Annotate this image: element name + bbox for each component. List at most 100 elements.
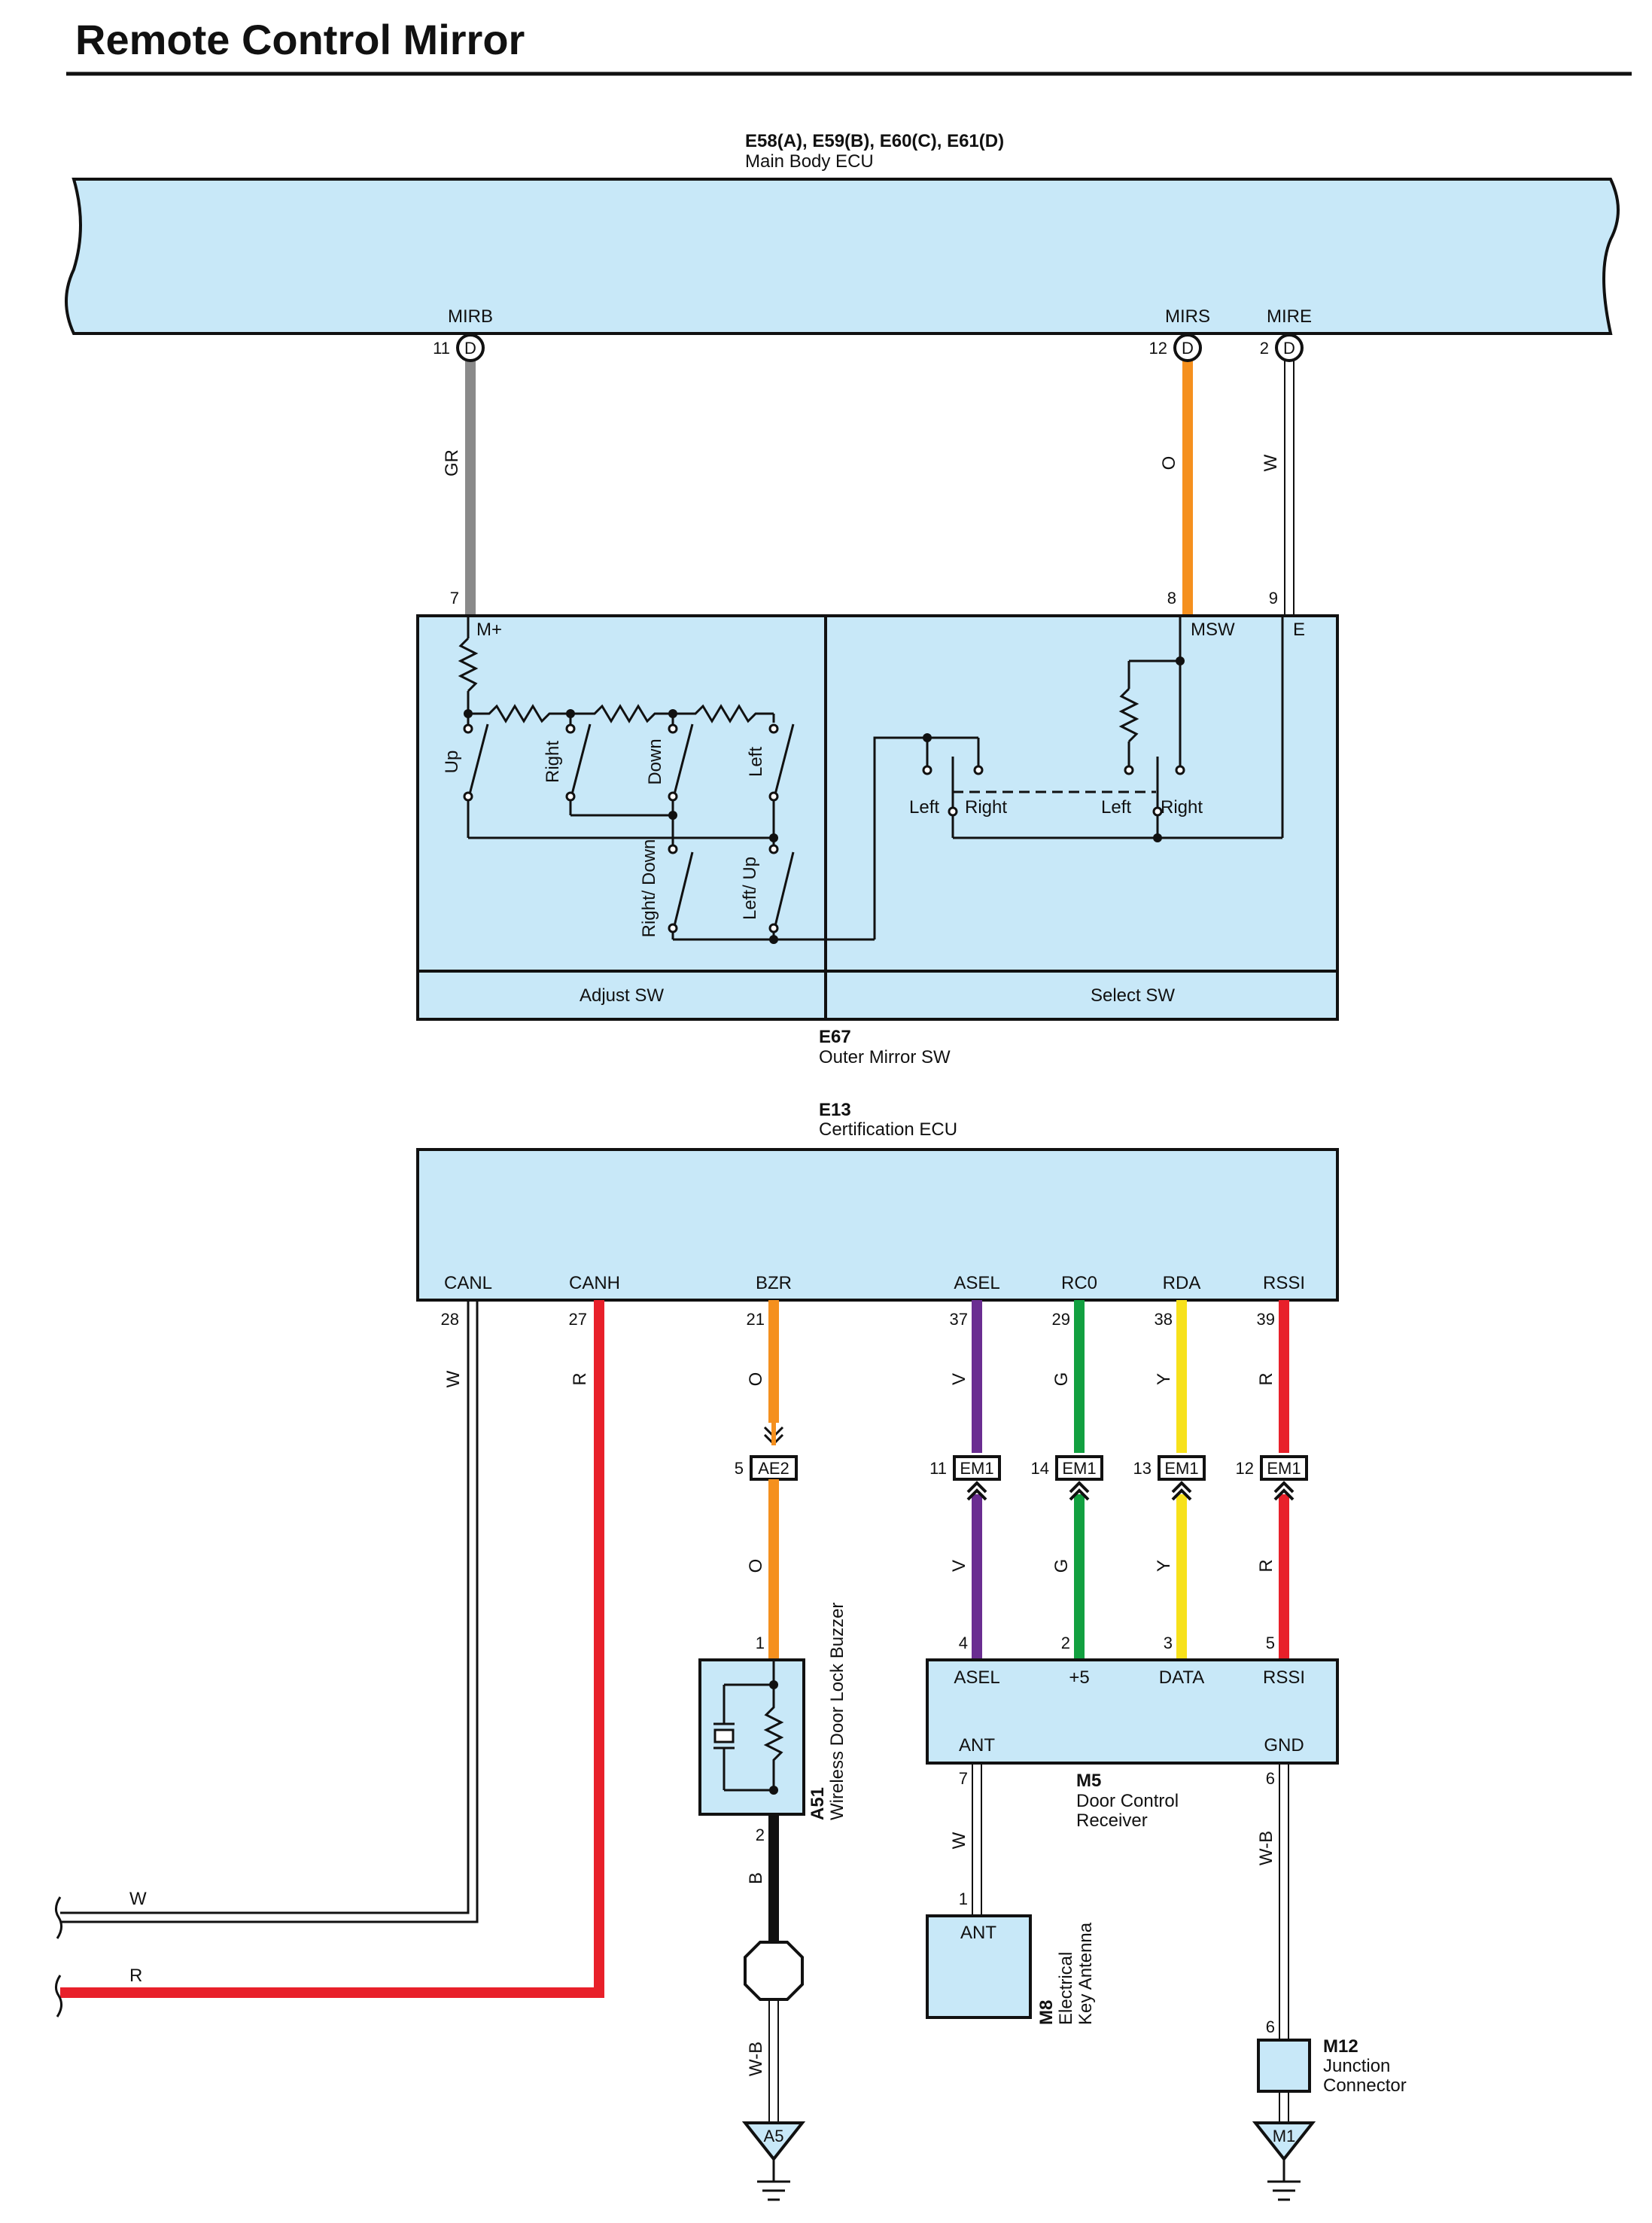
term-mplus: M+ xyxy=(476,620,502,640)
term-e: E xyxy=(1293,620,1305,640)
select-sw-circuit xyxy=(922,616,1284,842)
buzzer-wire-wb-label: W-B xyxy=(746,2042,766,2076)
diagram-title: Remote Control Mirror xyxy=(75,16,525,63)
bzr-label: BZR xyxy=(756,1273,792,1293)
canl-wire-label: W xyxy=(443,1370,464,1387)
ground-m1-icon xyxy=(1252,2121,1316,2162)
asel-wire2-label: V xyxy=(949,1560,969,1572)
mire-conn-letter: D xyxy=(1283,339,1295,358)
antenna-code: M8 xyxy=(1036,2000,1057,2025)
sel-left-2: Left xyxy=(1101,797,1131,818)
main-body-ecu-box xyxy=(65,178,1620,335)
mirs-connector-d xyxy=(1173,333,1202,362)
term-msw: MSW xyxy=(1191,620,1235,640)
receiver-term-ant: ANT xyxy=(959,1735,995,1756)
ae2-label: AE2 xyxy=(758,1459,789,1478)
canh-pin: 27 xyxy=(569,1310,587,1329)
outer-mirror-sw-box xyxy=(416,614,1339,1021)
em1-connector-asel xyxy=(953,1455,1001,1481)
mirror-pin-7: 7 xyxy=(450,589,459,608)
asel-label: ASEL xyxy=(954,1273,999,1293)
ant-wire-label: W xyxy=(949,1832,969,1849)
antenna-name-2: Key Antenna xyxy=(1075,1922,1096,2025)
bzr-pin: 21 xyxy=(747,1310,765,1329)
receiver-term-asel: ASEL xyxy=(954,1667,999,1688)
em1-asel-label: EM1 xyxy=(960,1459,993,1478)
mirb-connector-d xyxy=(456,333,485,362)
mirror-pin-8: 8 xyxy=(1167,589,1176,608)
buzzer-pin-2: 2 xyxy=(756,1826,765,1844)
receiver-gnd-pin: 6 xyxy=(1266,1769,1275,1788)
wire-w-break xyxy=(55,1896,62,1939)
adjust-sw-label: Adjust SW xyxy=(580,985,664,1006)
buzzer-symbol xyxy=(713,1660,784,1795)
junction-name-2: Connector xyxy=(1323,2075,1407,2096)
certification-ecu-box xyxy=(416,1148,1339,1302)
ground-a5-icon xyxy=(741,2121,806,2162)
wire-label-w: W xyxy=(1261,454,1281,471)
main-ecu-connectors: E58(A), E59(B), E60(C), E61(D) xyxy=(745,131,1004,151)
mire-pin: 2 xyxy=(1260,339,1269,358)
adj-down-label: Down xyxy=(645,738,665,784)
rc0-label: RC0 xyxy=(1061,1273,1097,1293)
adjust-sw-circuit xyxy=(458,616,927,944)
wire-label-gr: GR xyxy=(442,449,462,477)
receiver-pin-4: 4 xyxy=(959,1634,968,1652)
main-ecu-name: Main Body ECU xyxy=(745,151,874,172)
antenna-pin: 1 xyxy=(959,1890,968,1908)
rssi-wire-label: R xyxy=(1256,1372,1276,1385)
receiver-name-1: Door Control xyxy=(1076,1791,1179,1811)
antenna-name-1: Electrical xyxy=(1056,1952,1076,2025)
receiver-pin-2: 2 xyxy=(1061,1634,1070,1652)
left-wire-w-label: W xyxy=(129,1889,147,1909)
canh-wire-label: R xyxy=(570,1372,590,1385)
chevron-up-icon xyxy=(966,1481,1295,1501)
canh-label: CANH xyxy=(569,1273,620,1293)
ae2-connector xyxy=(750,1455,798,1481)
buzzer-code: A51 xyxy=(808,1787,828,1820)
em1-rda-pin: 13 xyxy=(1133,1459,1152,1478)
earth-icon xyxy=(1267,2159,1301,2201)
canl-label: CANL xyxy=(444,1273,492,1293)
em1-connector-rc0 xyxy=(1055,1455,1103,1481)
rda-pin: 38 xyxy=(1155,1310,1173,1329)
sel-right-1: Right xyxy=(965,797,1007,818)
em1-rssi-pin: 12 xyxy=(1236,1459,1254,1478)
wire-r-break xyxy=(55,1975,62,2017)
left-wire-r-label: R xyxy=(129,1966,142,1986)
rssi-wire2-label: R xyxy=(1256,1559,1276,1572)
receiver-term-gnd: GND xyxy=(1264,1735,1304,1756)
splice-octagon-icon xyxy=(744,1941,804,2001)
adj-right-down-label: Right/ Down xyxy=(639,839,659,938)
mirs-pin: 12 xyxy=(1149,339,1167,358)
rc0-pin: 29 xyxy=(1052,1310,1070,1329)
em1-rc0-label: EM1 xyxy=(1062,1459,1096,1478)
em1-connector-rda xyxy=(1158,1455,1206,1481)
em1-rda-label: EM1 xyxy=(1164,1459,1198,1478)
key-antenna-box xyxy=(926,1914,1032,2019)
receiver-code: M5 xyxy=(1076,1771,1101,1791)
mirb-conn-letter: D xyxy=(464,339,476,358)
receiver-ant-pin: 7 xyxy=(959,1769,968,1788)
ae2-pin: 5 xyxy=(735,1459,744,1478)
wire-label-o: O xyxy=(1159,456,1179,470)
asel-wire-label: V xyxy=(949,1373,969,1385)
junction-connector-box xyxy=(1257,2039,1311,2093)
gnd-wire-label: W-B xyxy=(1256,1831,1276,1865)
bzr-wire-label: O xyxy=(746,1372,766,1387)
mirb-pin: 11 xyxy=(433,339,450,358)
wire-r-canh xyxy=(60,1300,604,1998)
adj-left-up-label: Left/ Up xyxy=(740,857,760,920)
rc0-wire2-label: G xyxy=(1051,1559,1072,1573)
junction-pin: 6 xyxy=(1266,2017,1275,2036)
rda-wire2-label: Y xyxy=(1154,1560,1174,1572)
buzzer-name: Wireless Door Lock Buzzer xyxy=(827,1603,847,1820)
receiver-pin-5: 5 xyxy=(1266,1634,1275,1652)
antenna-term: ANT xyxy=(960,1923,996,1943)
mire-connector-d xyxy=(1275,333,1304,362)
junction-name-1: Junction xyxy=(1323,2056,1390,2076)
wire-w-canl-a xyxy=(60,1300,470,1914)
adj-left-label: Left xyxy=(746,747,766,777)
mire-label: MIRE xyxy=(1267,306,1312,327)
rc0-wire-label: G xyxy=(1051,1372,1072,1387)
